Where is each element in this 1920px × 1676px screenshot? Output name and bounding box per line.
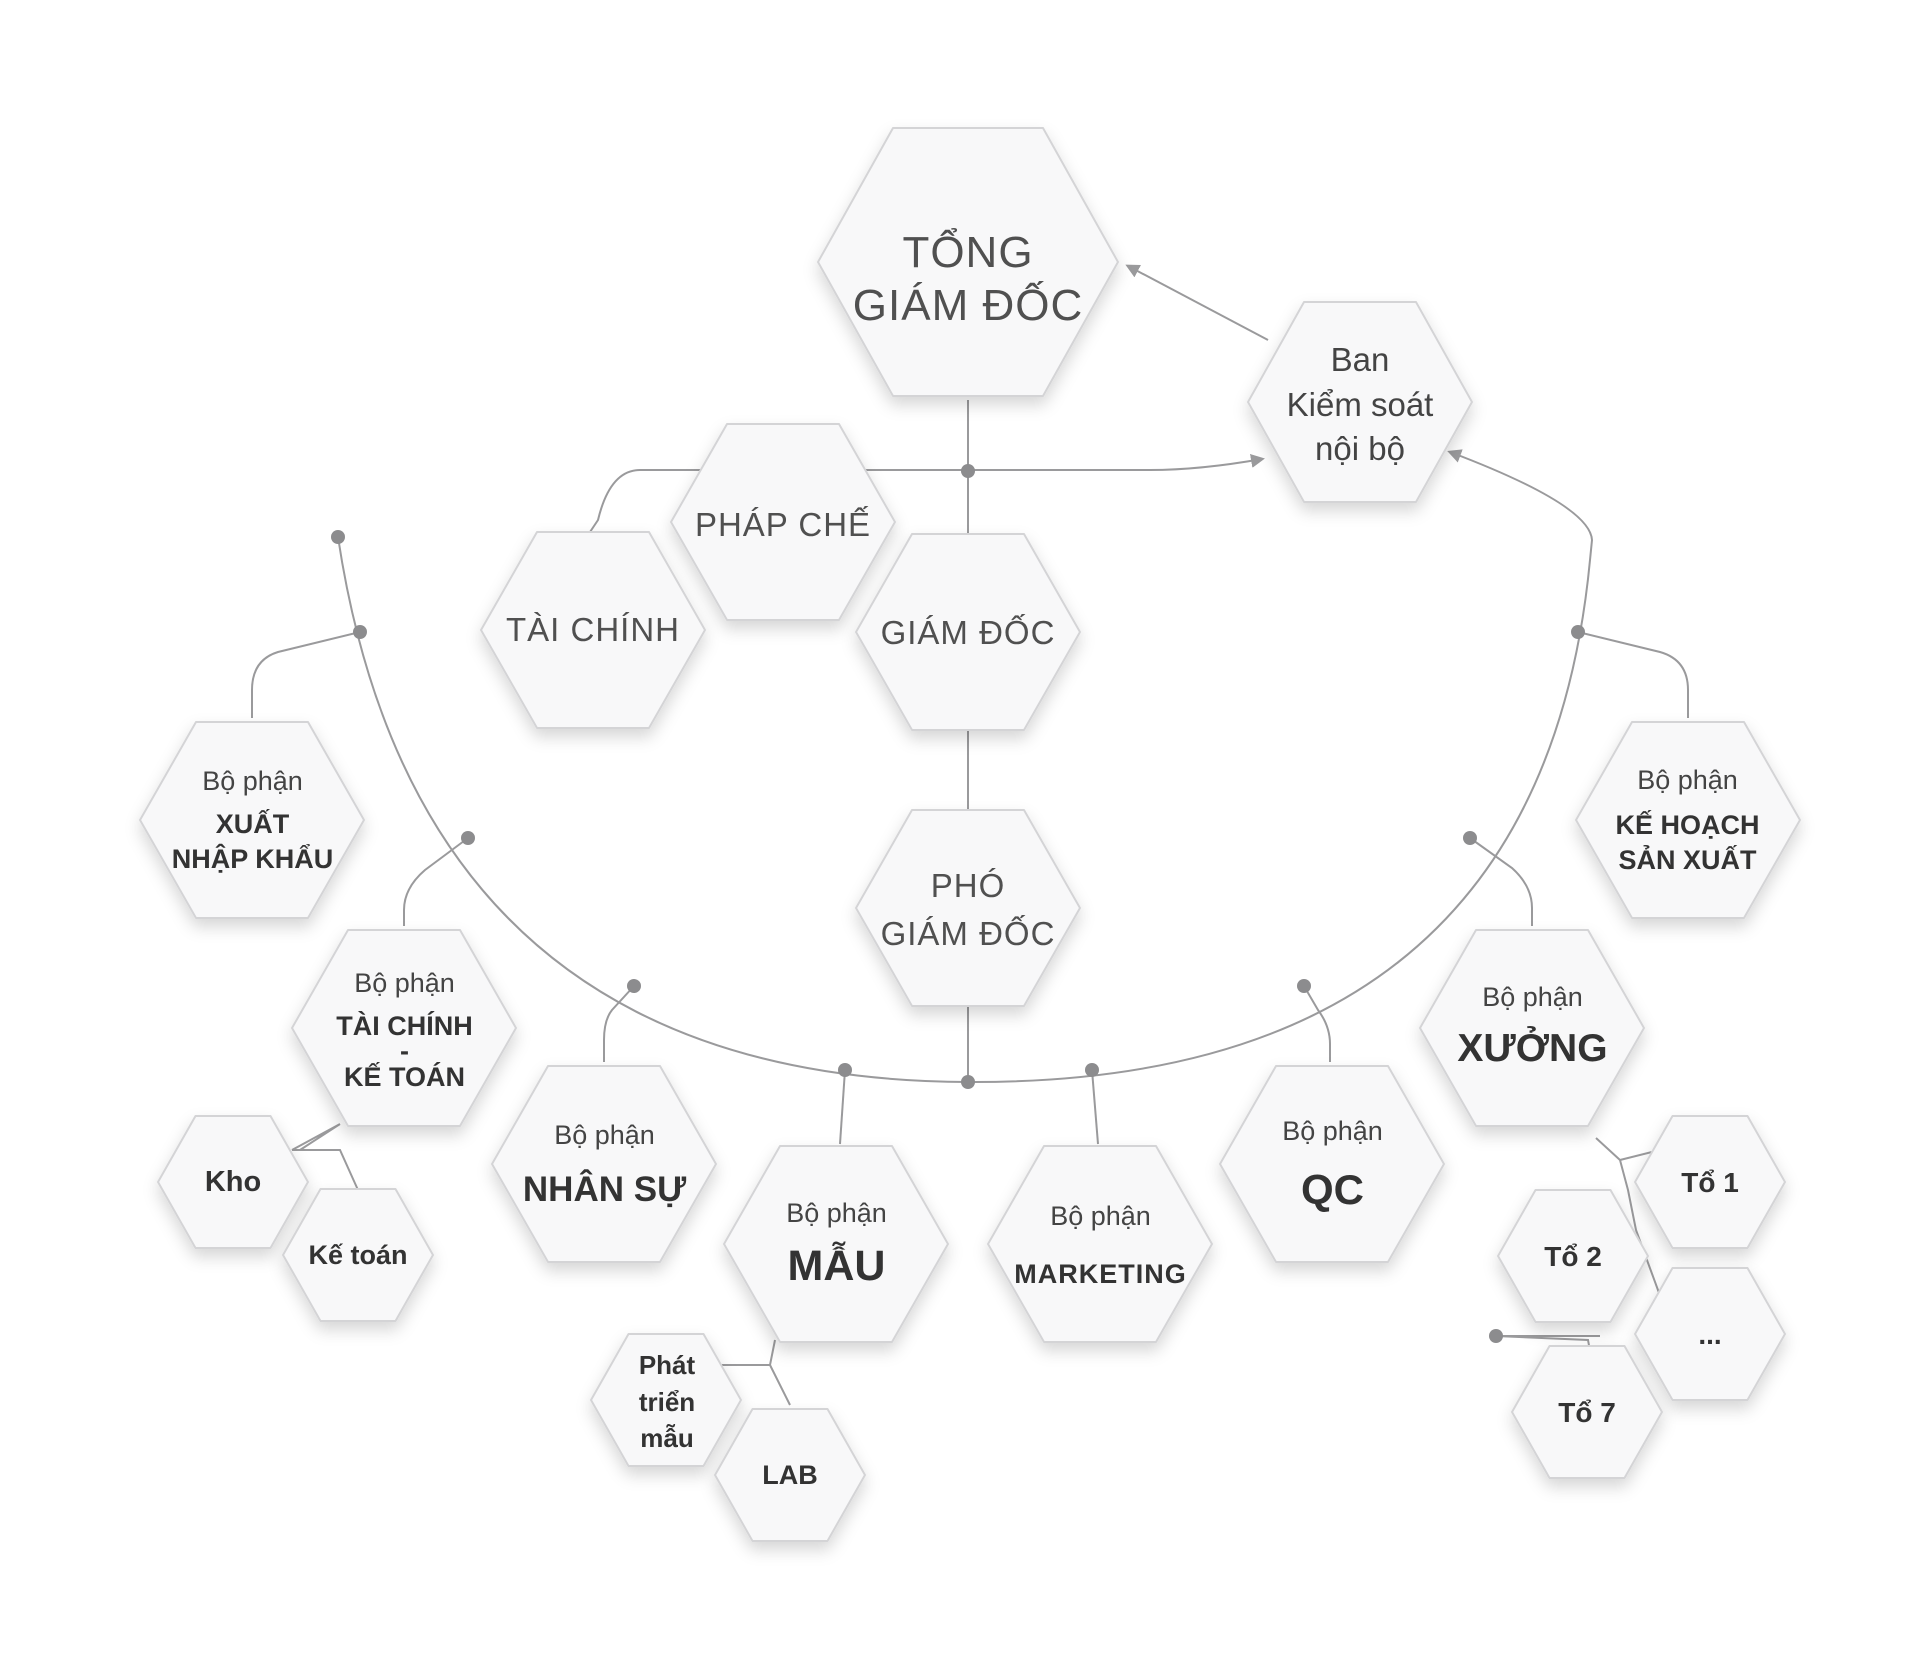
hex-phat-trien-mau	[590, 1333, 742, 1467]
line-ban-to-tong	[1125, 264, 1269, 341]
hex-lab	[714, 1408, 866, 1542]
branch-xuat-nhap-khau	[251, 631, 361, 718]
hex-nodes	[139, 127, 1801, 1542]
hex-tai-chinh	[480, 531, 706, 729]
hex-to-1	[1634, 1115, 1786, 1249]
dot-to-line	[1489, 1329, 1503, 1343]
branch-tai-chinh-ke-toan	[403, 837, 469, 926]
hex-ke-hoach-san-xuat	[1575, 721, 1801, 919]
hex-xuat-nhap-khau	[139, 721, 365, 919]
hex-tai-chinh-ke-toan	[291, 929, 517, 1127]
hex-giam-doc	[855, 533, 1081, 731]
hex-xuong	[1419, 929, 1645, 1127]
branch-kho-ketoan	[291, 1123, 359, 1191]
branch-qc	[1303, 985, 1331, 1062]
dot-xuat-nhap-khau	[353, 625, 367, 639]
hex-kho	[157, 1115, 309, 1249]
hex-pho-giam-doc	[855, 809, 1081, 1007]
dot-spine-bottom	[961, 1075, 975, 1089]
branch-marketing	[1091, 1069, 1099, 1145]
department-arc	[337, 449, 1594, 1084]
dot-qc	[1297, 979, 1311, 993]
hex-phap-che	[670, 423, 896, 621]
hex-ban-kiem-soat	[1247, 301, 1473, 503]
dot-ke-hoach	[1571, 625, 1585, 639]
line-to-tai-chinh	[589, 469, 680, 533]
arc-end-dot	[331, 530, 345, 544]
hex-ke-toan	[282, 1188, 434, 1322]
hex-qc	[1219, 1065, 1445, 1263]
hex-mau	[723, 1145, 949, 1343]
dot-xuong	[1463, 831, 1477, 845]
hex-to-2	[1497, 1189, 1649, 1323]
branch-ke-hoach	[1577, 631, 1689, 718]
dot-spine-top	[961, 464, 975, 478]
junction-dots	[331, 464, 1585, 1343]
hex-to-more	[1634, 1267, 1786, 1401]
branch-mau	[839, 1069, 846, 1145]
dot-marketing	[1085, 1063, 1099, 1077]
connector-lines	[251, 264, 1689, 1406]
line-to-ban-kiem-soat	[680, 454, 1265, 471]
dot-tai-chinh-ke-toan	[461, 831, 475, 845]
hex-nhan-su	[491, 1065, 717, 1263]
branch-to	[1495, 1137, 1667, 1363]
hex-marketing	[987, 1145, 1213, 1343]
branch-nhan-su	[603, 985, 635, 1062]
dot-nhan-su	[627, 979, 641, 993]
dot-mau	[838, 1063, 852, 1077]
hex-tong-giam-doc	[817, 127, 1119, 397]
branch-xuong	[1469, 837, 1533, 926]
hex-to-7	[1511, 1345, 1663, 1479]
branch-phat-trien-lab	[722, 1339, 791, 1406]
